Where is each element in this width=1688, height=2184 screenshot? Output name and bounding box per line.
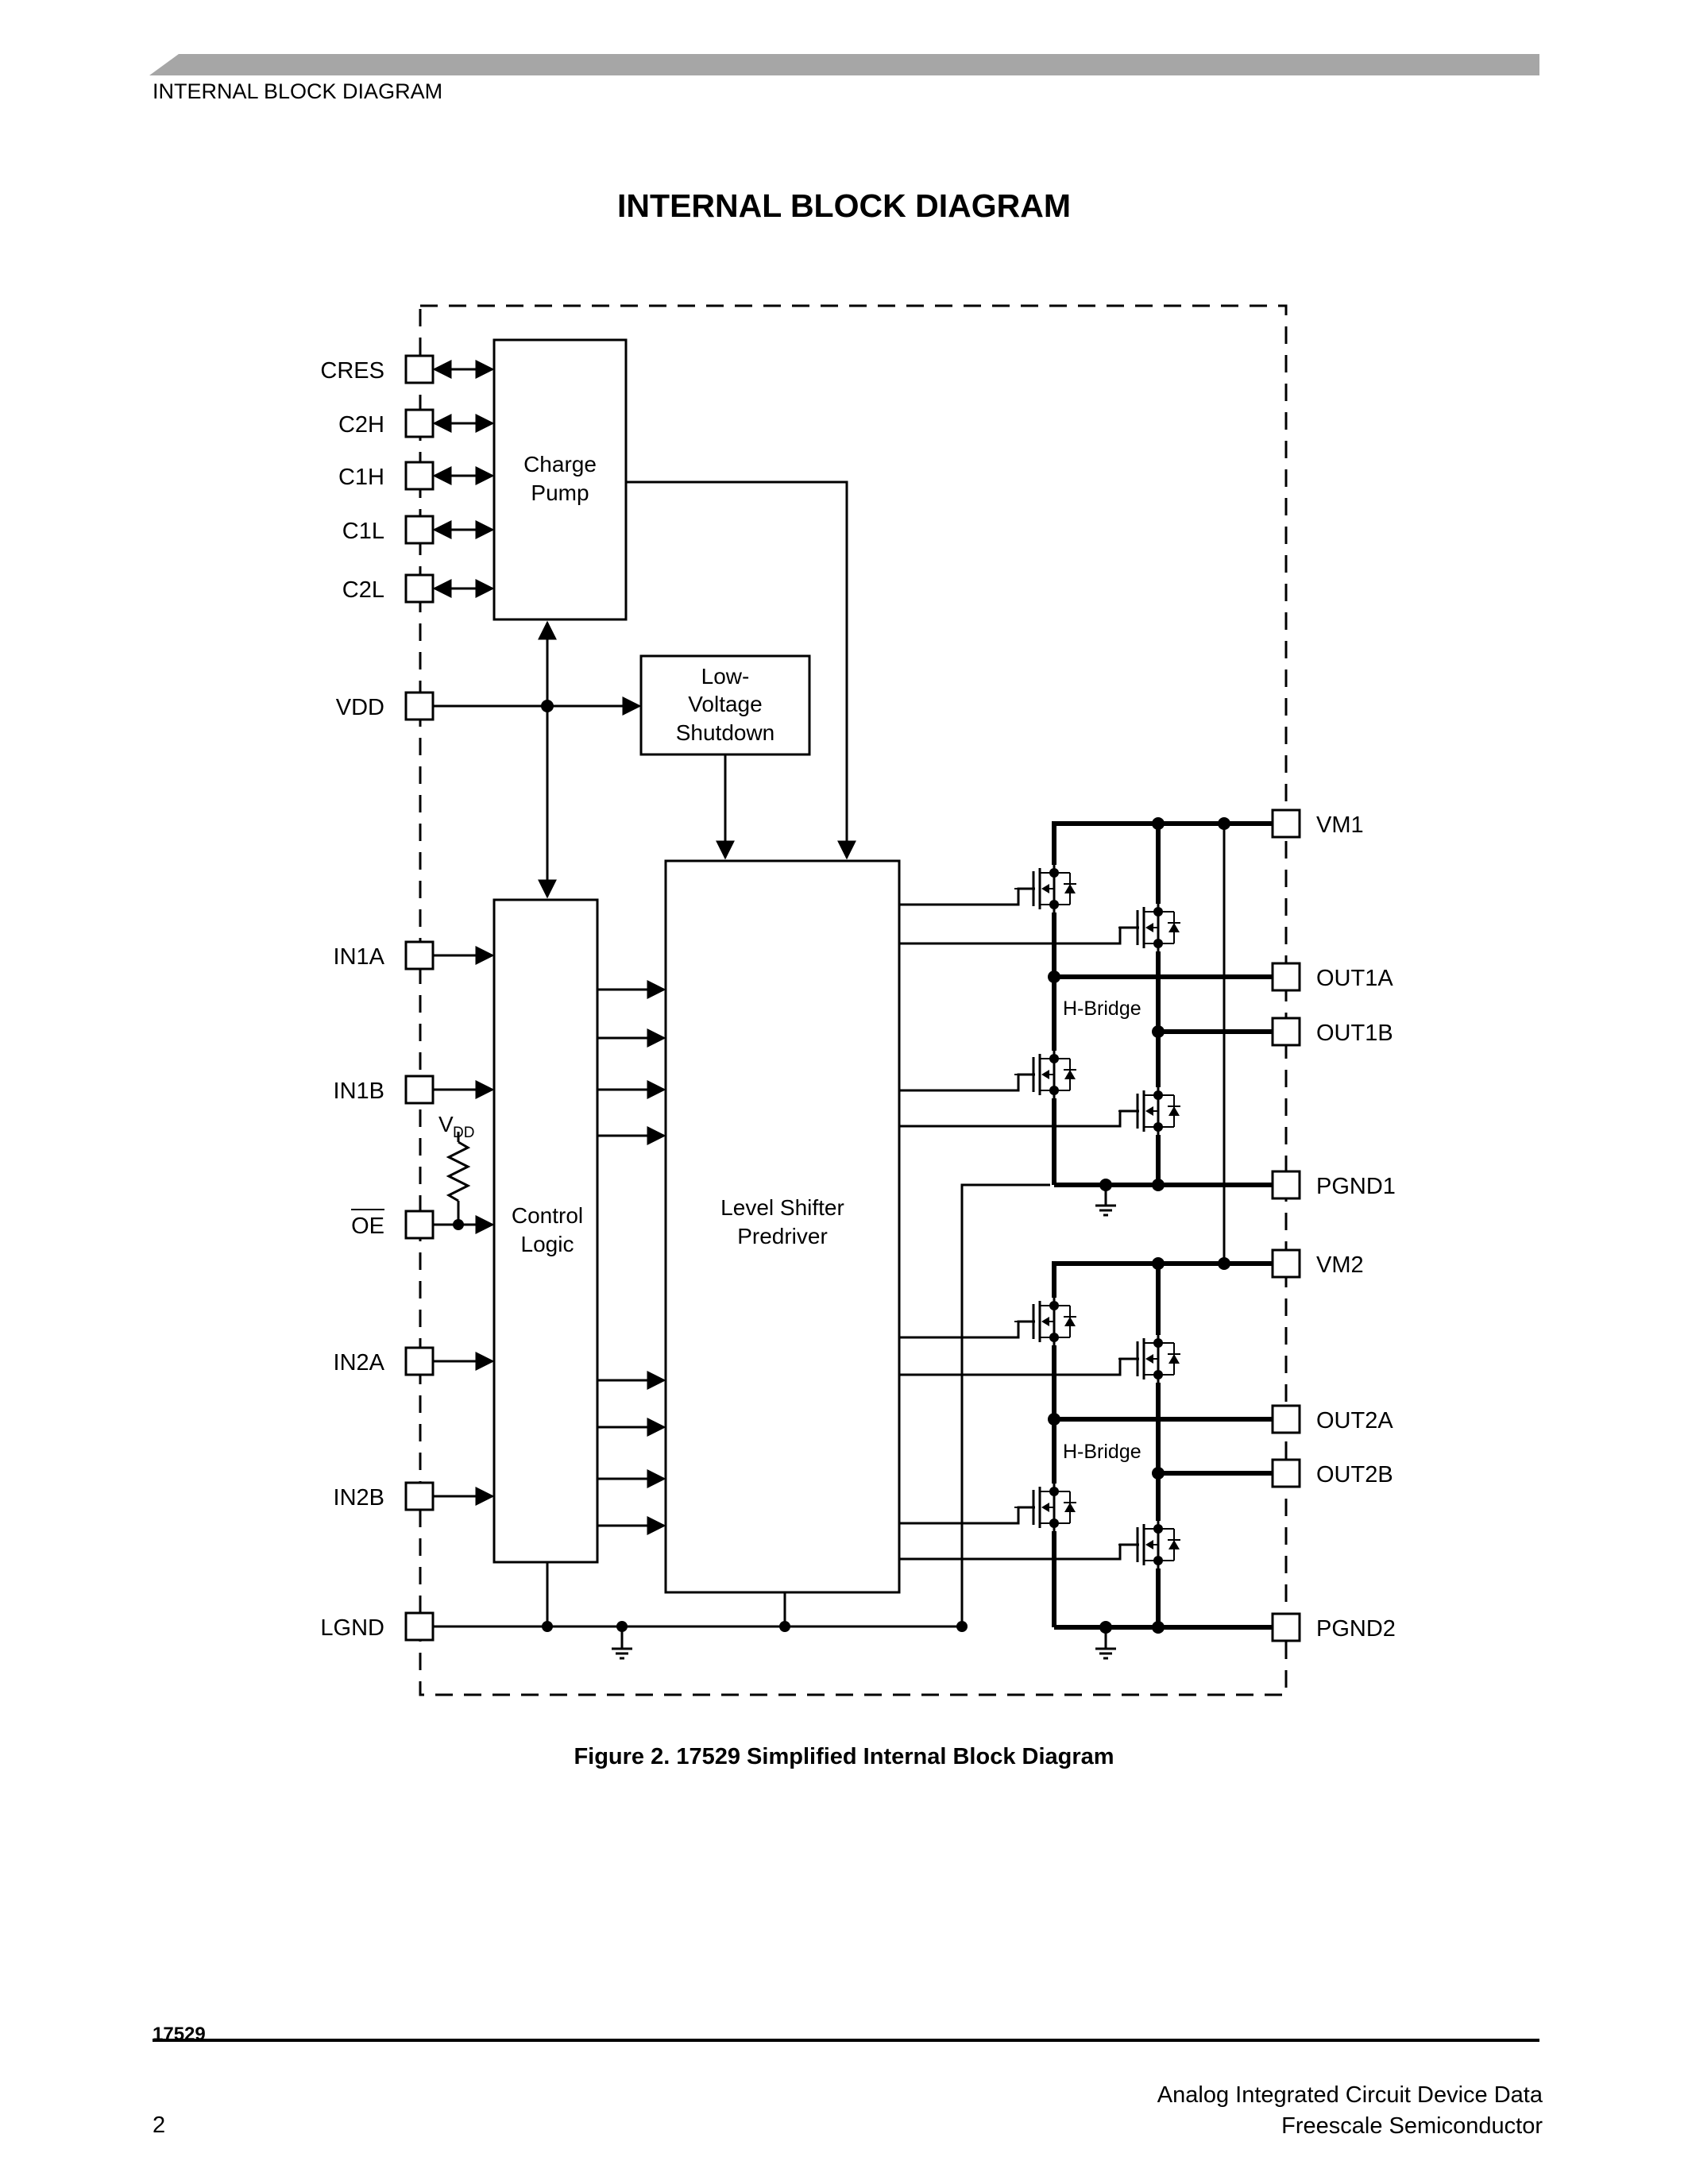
pin-in2a (404, 1346, 435, 1376)
pin-label-in2a: IN2A (334, 1350, 385, 1376)
pin-vdd (404, 691, 435, 721)
footer-company: Freescale Semiconductor (1281, 2113, 1543, 2139)
lvs-label-3: Shutdown (676, 720, 775, 745)
pin-out1a (1271, 962, 1301, 992)
level-shifter-label-2: Predriver (737, 1224, 828, 1248)
pin-c1h (404, 461, 435, 491)
pin-c1l (404, 515, 435, 545)
lvs-label-2: Voltage (688, 692, 762, 716)
pin-c2l (404, 573, 435, 604)
pin-lgnd (404, 1611, 435, 1642)
hbridge-label-1: H-Bridge (1063, 997, 1141, 1020)
pin-label-out2a: OUT2A (1316, 1408, 1393, 1433)
charge-pump-label-1: Charge (523, 452, 597, 477)
section-label: INTERNAL BLOCK DIAGRAM (153, 79, 443, 103)
pin-out2b (1271, 1458, 1301, 1488)
pin-label-out2b: OUT2B (1316, 1462, 1393, 1488)
footer-rule (153, 2039, 1539, 2042)
pin-label-c1h: C1H (338, 465, 384, 490)
pin-pgnd2 (1271, 1612, 1301, 1642)
pin-label-oe: OE (351, 1214, 384, 1239)
vdd-subscript: DD (453, 1125, 474, 1141)
low-voltage-shutdown-block (639, 654, 811, 756)
control-logic-label-2: Logic (521, 1232, 574, 1256)
pin-oe (404, 1210, 435, 1240)
footer-publication: Analog Integrated Circuit Device Data (1157, 2082, 1543, 2108)
pin-label-in1b: IN1B (334, 1078, 384, 1104)
pin-in1b (404, 1075, 435, 1105)
hbridge-label-2: H-Bridge (1063, 1441, 1141, 1463)
pin-label-c1l: C1L (342, 519, 384, 544)
figure-caption: Figure 2. 17529 Simplified Internal Bloc… (574, 1744, 1114, 1769)
pin-label-vdd: VDD (336, 695, 384, 720)
header-bar (149, 54, 1539, 75)
pin-label-vm2: VM2 (1316, 1252, 1364, 1278)
page-number: 2 (153, 2113, 166, 2138)
vdd-label: V (438, 1112, 454, 1136)
pin-out2a (1271, 1404, 1301, 1434)
pin-vm2 (1271, 1248, 1301, 1279)
charge-pump-block (492, 338, 628, 621)
pin-label-out1a: OUT1A (1316, 966, 1393, 991)
control-logic-label-1: Control (512, 1203, 583, 1228)
pin-label-out1b: OUT1B (1316, 1021, 1393, 1046)
pin-label-c2h: C2H (338, 412, 384, 438)
pin-out1b (1271, 1017, 1301, 1047)
pin-in2b (404, 1481, 435, 1511)
pin-in1a (404, 940, 435, 970)
pin-label-in1a: IN1A (334, 944, 385, 970)
pin-vm1 (1271, 808, 1301, 839)
charge-pump-label-2: Pump (531, 480, 589, 505)
chip-boundary (419, 304, 1288, 1696)
level-shifter-block (664, 859, 901, 1594)
lvs-label-1: Low- (701, 664, 750, 689)
level-shifter-label-1: Level Shifter (720, 1195, 844, 1220)
page-title: INTERNAL BLOCK DIAGRAM (617, 187, 1071, 224)
pin-label-vm1: VM1 (1316, 812, 1364, 838)
pin-label-lgnd: LGND (320, 1615, 384, 1641)
pin-cres (404, 354, 435, 384)
pin-c2h (404, 408, 435, 438)
control-logic-block (492, 898, 599, 1564)
pin-label-cres: CRES (320, 358, 384, 384)
pin-label-pgnd1: PGND1 (1316, 1174, 1396, 1199)
pin-label-in2b: IN2B (334, 1485, 384, 1511)
pin-pgnd1 (1271, 1170, 1301, 1200)
pin-label-c2l: C2L (342, 577, 384, 603)
pin-label-pgnd2: PGND2 (1316, 1616, 1396, 1642)
